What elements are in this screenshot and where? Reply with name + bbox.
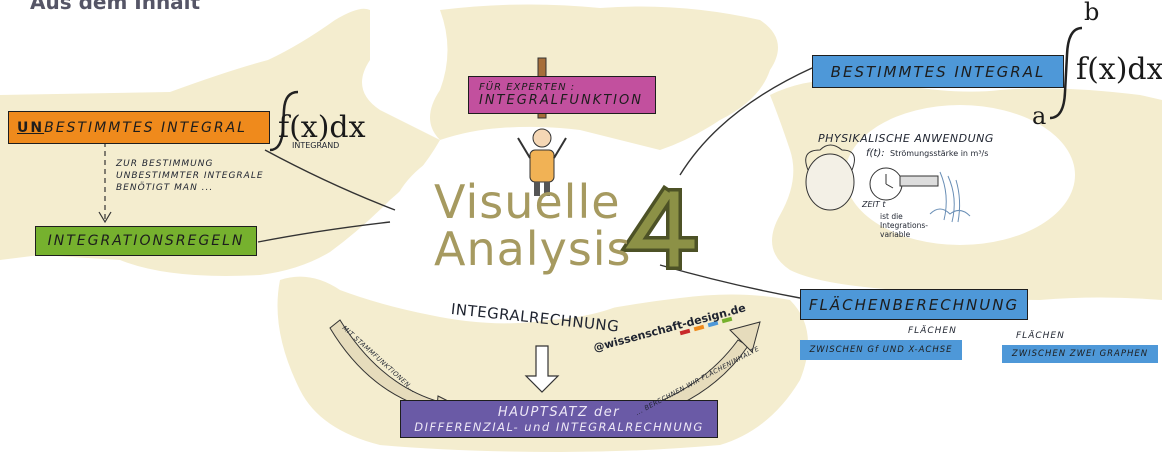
integrand-formula-left: f(x)dx bbox=[278, 110, 366, 145]
flaechen-sub2-top: FLÄCHEN bbox=[1016, 331, 1065, 341]
experten-line-1: FÜR EXPERTEN : bbox=[479, 82, 576, 93]
note-line-3: BENÖTIGT MAN ... bbox=[116, 183, 214, 193]
node-flaechen-sub1: ZWISCHEN Gf UND X-ACHSE bbox=[800, 340, 962, 360]
physik-var-2: Integrations- bbox=[880, 221, 928, 230]
node-hauptsatz: HAUPTSATZ der DIFFERENZIAL- und INTEGRAL… bbox=[400, 400, 718, 438]
physik-var-3: variable bbox=[880, 230, 911, 239]
node-flaechen-sub2: ZWISCHEN ZWEI GRAPHEN bbox=[1002, 345, 1158, 363]
down-arrow-center bbox=[524, 345, 560, 393]
node-bestimmtes-integral: BESTIMMTES INTEGRAL bbox=[812, 55, 1064, 88]
flaechen-sub1-top: FLÄCHEN bbox=[908, 326, 957, 336]
node-integrationsregeln: INTEGRATIONSREGELN bbox=[35, 226, 257, 256]
experten-line-2: INTEGRALFUNKTION bbox=[479, 93, 643, 108]
character-figure bbox=[517, 128, 567, 196]
physik-zeit: ZEIT t bbox=[862, 200, 886, 209]
connector-regeln bbox=[257, 221, 391, 243]
physik-var-1: ist die bbox=[880, 212, 903, 221]
volume-4-glyph bbox=[619, 184, 698, 270]
hauptsatz-line-1: HAUPTSATZ der bbox=[497, 404, 621, 420]
node-unbestimmtes-integral: UN BESTIMMTES INTEGRAL bbox=[8, 111, 270, 144]
integrand-caption: INTEGRAND bbox=[292, 141, 340, 150]
node-experten: FÜR EXPERTEN : INTEGRALFUNKTION bbox=[468, 76, 656, 114]
un-prefix: UN bbox=[17, 119, 45, 136]
integral-sign-right bbox=[1049, 26, 1083, 120]
note-line-2: UNBESTIMMTER INTEGRALE bbox=[116, 171, 264, 181]
unbestimmt-label: BESTIMMTES INTEGRAL bbox=[44, 119, 247, 136]
hauptsatz-line-2: DIFFERENZIAL- und INTEGRALRECHNUNG bbox=[414, 419, 704, 434]
note-line-1: ZUR BESTIMMUNG bbox=[116, 159, 214, 169]
integral-sign-left bbox=[269, 90, 299, 152]
connector-unbestimmt bbox=[264, 149, 396, 211]
node-flaechenberechnung: FLÄCHENBERECHNUNG bbox=[800, 289, 1028, 320]
center-title-line-2: Analysis bbox=[434, 222, 632, 276]
connector-bestimmt bbox=[679, 67, 813, 176]
credit-color-marks bbox=[679, 316, 733, 336]
header-title-fragment: Aus dem Inhalt bbox=[30, 0, 201, 14]
physik-title: PHYSIKALISCHE ANWENDUNG bbox=[818, 132, 994, 145]
integrand-formula-right: f(x)dx bbox=[1076, 52, 1162, 87]
physik-flow: Strömungsstärke in m³/s bbox=[890, 149, 989, 158]
physik-ft: f(t): bbox=[866, 148, 885, 159]
integral-lower-bound: a bbox=[1032, 102, 1047, 130]
integral-upper-bound: b bbox=[1084, 0, 1100, 26]
center-title-line-1: Visuelle bbox=[434, 175, 621, 229]
physics-illustration bbox=[805, 144, 971, 223]
